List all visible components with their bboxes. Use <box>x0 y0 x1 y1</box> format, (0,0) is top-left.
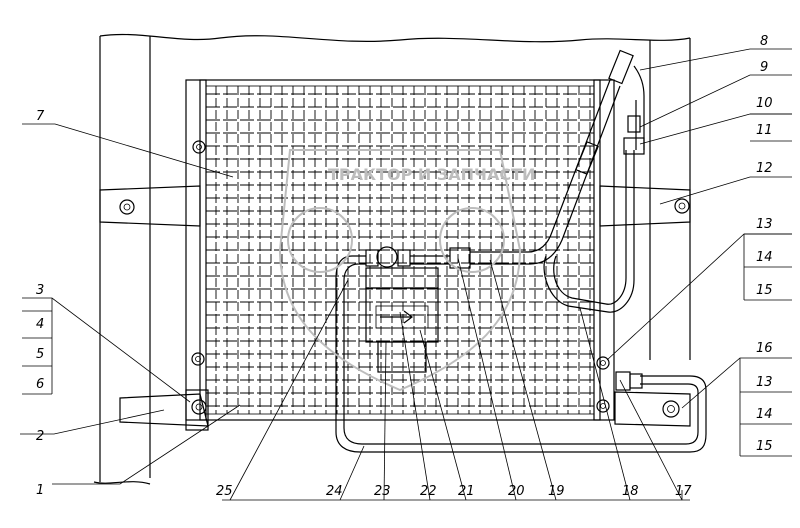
callout-label: 7 <box>36 109 45 124</box>
callout-label: 24 <box>326 484 343 499</box>
callout-label: 23 <box>374 484 391 499</box>
callout-label: 17 <box>675 484 692 499</box>
callout-label: 9 <box>760 60 768 75</box>
callout-label: 13 <box>756 217 773 232</box>
callout-label: 14 <box>756 407 773 422</box>
callout-label: 18 <box>622 484 639 499</box>
leader-lines <box>20 48 792 501</box>
callout-label: 13 <box>756 375 773 390</box>
callout-label: 8 <box>760 34 768 49</box>
callout-label: 15 <box>756 439 773 454</box>
callout-label: 19 <box>548 484 565 499</box>
callout-label: 25 <box>216 484 233 499</box>
watermark-text: ТРАКТОР И ЗАПЧАСТИ <box>328 165 535 184</box>
receiver-drier <box>365 246 439 373</box>
watermark: ТРАКТОР И ЗАПЧАСТИ <box>278 149 535 392</box>
callout-label: 5 <box>36 347 44 362</box>
callout-label: 10 <box>756 96 773 111</box>
callout-label: 1 <box>36 483 44 498</box>
left-side-bracket <box>99 79 209 431</box>
callout-label: 22 <box>420 484 437 499</box>
callout-label: 14 <box>756 250 773 265</box>
callout-label: 21 <box>458 484 475 499</box>
callout-label: 4 <box>36 317 44 332</box>
callout-label: 11 <box>756 123 773 138</box>
callout-label: 2 <box>36 429 44 444</box>
callout-labels: 1 2 3 4 5 6 7 8 9 10 11 12 13 14 15 16 1… <box>36 34 773 499</box>
callout-label: 3 <box>36 283 44 298</box>
radiator-core <box>199 79 601 421</box>
callout-label: 6 <box>36 377 44 392</box>
right-side-bracket <box>593 79 691 427</box>
callout-label: 12 <box>756 161 773 176</box>
callout-label: 15 <box>756 283 773 298</box>
callout-label: 20 <box>508 484 525 499</box>
callout-label: 16 <box>756 341 773 356</box>
